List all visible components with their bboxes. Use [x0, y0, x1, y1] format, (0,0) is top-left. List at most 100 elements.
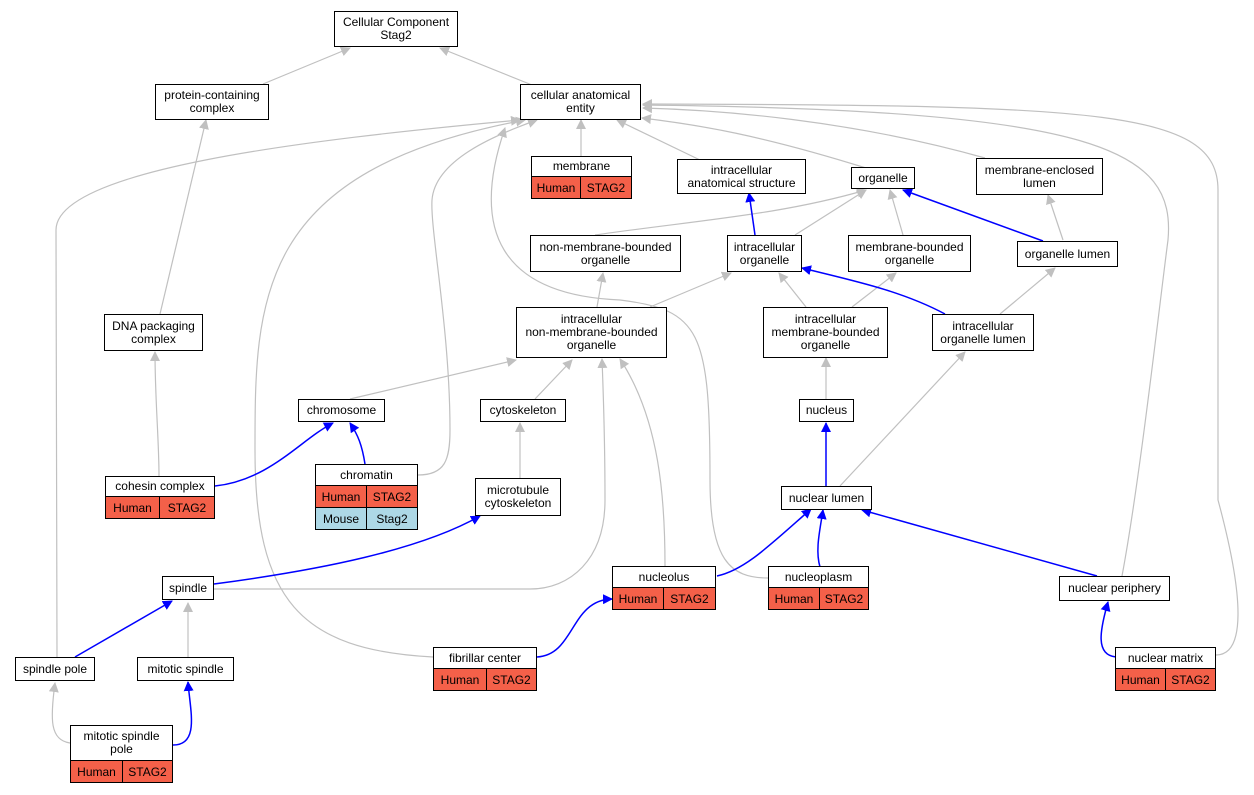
annotation-row-human: Human STAG2 [532, 176, 631, 198]
edge-inmbo-to-io [649, 271, 732, 308]
species-cell: Human [532, 177, 581, 198]
edge-protein-complex-to-root [262, 46, 351, 85]
node-label: non-membrane-bounded organelle [539, 239, 672, 267]
edge-nucleolus-partof-nuclear-lumen [716, 508, 812, 577]
node-label: mitotic spindle [147, 661, 224, 676]
node-label: cohesin complex [115, 479, 205, 493]
edge-nucleolus-to-inmbo [619, 358, 666, 567]
annotation-row-human: Human STAG2 [71, 760, 172, 782]
node-label: DNA packaging complex [112, 318, 195, 346]
edge-fibrillar-partof-nucleolus [536, 594, 613, 658]
node-membrane[interactable]: membrane Human STAG2 [531, 156, 632, 199]
edge-cohesin-to-dna-pack [150, 351, 161, 477]
annotation-row-human: Human STAG2 [1116, 668, 1215, 690]
edge-nuclear-lumen-to-iol [839, 351, 966, 487]
node-cohesin-complex[interactable]: cohesin complex Human STAG2 [105, 476, 215, 519]
gene-cell: STAG2 [367, 486, 417, 507]
edge-mel-to-cae [642, 103, 986, 159]
node-label: organelle lumen [1024, 246, 1111, 261]
gene-cell: STAG2 [487, 669, 536, 690]
node-label: spindle [168, 580, 208, 595]
node-spindle[interactable]: spindle [162, 576, 214, 600]
edge-dna-pack-to-protein-complex [159, 119, 209, 315]
node-cytoskeleton[interactable]: cytoskeleton [480, 399, 566, 422]
node-intracellular-anatomical-structure[interactable]: intracellular anatomical structure [677, 159, 806, 194]
species-cell: Human [71, 761, 123, 782]
node-label: chromatin [340, 467, 393, 482]
node-chromatin[interactable]: chromatin Human STAG2 Mouse Stag2 [315, 464, 418, 530]
annotation-row-human: Human STAG2 [769, 587, 868, 609]
species-cell: Human [613, 588, 664, 609]
edge-organelle-to-cae [641, 114, 867, 169]
node-intracellular-non-membrane-bounded-organelle[interactable]: intracellular non-membrane-bounded organ… [516, 307, 667, 358]
node-label: nucleoplasm [784, 569, 853, 584]
edge-ias-to-cae [616, 119, 701, 161]
node-nuclear-periphery[interactable]: nuclear periphery [1059, 576, 1170, 601]
species-cell: Human [106, 497, 160, 518]
edge-nuc-periphery-partof-nuclear-lumen [861, 507, 1098, 577]
edge-msp-to-spindle-pole [48, 682, 71, 744]
node-label: nuclear periphery [1068, 581, 1161, 595]
species-cell: Mouse [316, 508, 367, 529]
edge-msp-partof-mitotic-spindle [172, 681, 194, 746]
edge-nmbo-to-organelle [594, 187, 867, 236]
node-label: nuclear lumen [788, 490, 865, 505]
node-label: intracellular anatomical structure [687, 162, 796, 190]
node-protein-containing-complex[interactable]: protein-containing complex [155, 84, 269, 120]
node-label: intracellular organelle [733, 239, 796, 267]
node-label: cellular anatomical entity [530, 88, 631, 115]
edge-spindle-pole-partof-spindle [74, 600, 173, 658]
node-nucleus[interactable]: nucleus [799, 399, 854, 422]
edge-nucleoplasm-partof-nuclear-lumen [816, 509, 827, 568]
node-fibrillar-center[interactable]: fibrillar center Human STAG2 [433, 647, 537, 691]
annotation-row-mouse: Mouse Stag2 [316, 507, 417, 529]
node-label: membrane [552, 159, 611, 173]
annotation-row-human: Human STAG2 [613, 587, 715, 609]
edge-spindle-to-inmbo [214, 358, 608, 590]
node-label: intracellular organelle lumen [940, 318, 1026, 346]
gene-cell: STAG2 [820, 588, 868, 609]
node-nucleolus[interactable]: nucleolus Human STAG2 [612, 566, 716, 610]
node-nuclear-lumen[interactable]: nuclear lumen [781, 486, 872, 510]
species-cell: Human [434, 669, 487, 690]
edge-inmbo-to-nmbo [596, 272, 607, 308]
edge-cytoskeleton-to-inmbo [534, 359, 573, 400]
edge-chromatin-to-cae [417, 118, 538, 476]
node-spindle-pole[interactable]: spindle pole [15, 657, 95, 681]
edge-io-to-organelle [794, 189, 867, 236]
gene-cell: STAG2 [123, 761, 172, 782]
species-cell: Human [769, 588, 820, 609]
node-organelle[interactable]: organelle [851, 167, 915, 189]
node-intracellular-organelle-lumen[interactable]: intracellular organelle lumen [932, 314, 1034, 351]
node-microtubule-cytoskeleton[interactable]: microtubule cytoskeleton [475, 478, 561, 516]
node-label: protein-containing complex [164, 88, 260, 115]
edge-nucleoplasm-to-cae [490, 127, 769, 579]
node-cellular-component-root[interactable]: Cellular Component Stag2 [334, 11, 458, 47]
node-cellular-anatomical-entity[interactable]: cellular anatomical entity [520, 84, 641, 120]
node-label: nucleus [805, 403, 848, 417]
node-label: spindle pole [22, 661, 88, 676]
node-organelle-lumen[interactable]: organelle lumen [1017, 241, 1118, 267]
annotation-row-human: Human STAG2 [106, 496, 214, 518]
node-label: chromosome [306, 403, 377, 417]
node-mitotic-spindle-pole[interactable]: mitotic spindle pole Human STAG2 [70, 725, 173, 783]
node-membrane-enclosed-lumen[interactable]: membrane-enclosed lumen [976, 158, 1103, 195]
node-intracellular-membrane-bounded-organelle[interactable]: intracellular membrane-bounded organelle [763, 307, 888, 358]
node-intracellular-organelle[interactable]: intracellular organelle [727, 235, 802, 272]
node-non-membrane-bounded-organelle[interactable]: non-membrane-bounded organelle [530, 235, 681, 272]
node-label: cytoskeleton [489, 403, 557, 417]
species-cell: Human [1116, 669, 1166, 690]
gene-cell: STAG2 [1166, 669, 1215, 690]
node-dna-packaging-complex[interactable]: DNA packaging complex [104, 314, 203, 351]
edge-imbo-to-io [778, 272, 807, 308]
node-chromosome[interactable]: chromosome [298, 399, 385, 422]
edge-spindle-partof-mtc [213, 515, 481, 585]
node-mitotic-spindle[interactable]: mitotic spindle [137, 657, 234, 681]
edge-spindle-pole-to-cae [55, 115, 521, 658]
edge-chromatin-partof-chromosome [349, 422, 366, 465]
node-nuclear-matrix[interactable]: nuclear matrix Human STAG2 [1115, 647, 1216, 691]
node-membrane-bounded-organelle[interactable]: membrane-bounded organelle [848, 235, 971, 272]
node-nucleoplasm[interactable]: nucleoplasm Human STAG2 [768, 566, 869, 610]
edge-nuc-periphery-to-cae [642, 100, 1170, 577]
edge-cohesin-partof-chromosome [214, 422, 334, 487]
